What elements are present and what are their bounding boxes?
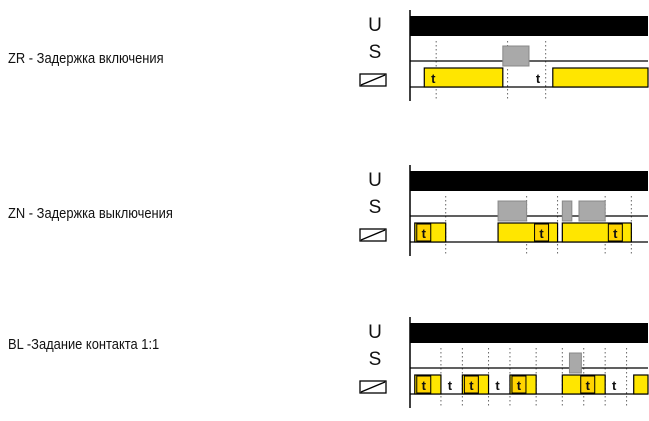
label-u: U <box>368 322 382 343</box>
delay-t-label: t <box>495 378 500 393</box>
label-u: U <box>368 170 382 191</box>
delay-t-label: t <box>422 378 427 393</box>
label-s: S <box>369 42 382 63</box>
relay-symbol-icon <box>359 380 387 394</box>
relay-on-segment <box>423 67 504 88</box>
delay-t-label: t <box>536 71 541 86</box>
t-box <box>416 375 432 394</box>
t-box <box>511 375 527 394</box>
control-pulse <box>578 200 606 222</box>
mode-label-bl: BL -Задание контакта 1:1 <box>8 336 160 353</box>
relay-symbol-icon <box>359 228 387 242</box>
diagram-bl: USt t t t t t t <box>359 317 649 408</box>
delay-t-label: t <box>613 226 618 241</box>
mode-label-zr: ZR - Задержка включения <box>8 50 164 67</box>
relay-symbol-diagonal <box>360 229 386 241</box>
diagram-zr: USt t <box>359 10 649 101</box>
delay-t-label: t <box>612 378 617 393</box>
delay-t-label: t <box>539 226 544 241</box>
control-pulse <box>568 352 582 374</box>
diagram-zn: USt t t <box>359 165 648 256</box>
delay-t-label: t <box>448 378 453 393</box>
t-box <box>607 223 623 242</box>
delay-t-label: t <box>469 378 474 393</box>
t-box <box>580 375 596 394</box>
delay-t-label: t <box>586 378 591 393</box>
relay-on-segment <box>552 67 649 88</box>
label-u: U <box>368 15 382 36</box>
label-s: S <box>369 197 382 218</box>
delay-t-label: t <box>431 71 436 86</box>
t-box <box>416 223 432 242</box>
control-pulse <box>561 200 573 222</box>
supply-bar <box>410 323 648 343</box>
relay-symbol-diagonal <box>360 74 386 86</box>
control-pulse <box>502 45 530 67</box>
control-pulse <box>497 200 528 222</box>
supply-bar <box>410 171 648 191</box>
t-box <box>463 375 479 394</box>
relay-symbol-icon <box>359 73 387 87</box>
t-box <box>534 223 550 242</box>
delay-t-label: t <box>517 378 522 393</box>
relay-on-segment <box>633 374 649 395</box>
label-s: S <box>369 349 382 370</box>
mode-label-zn: ZN - Задержка выключения <box>8 205 173 222</box>
supply-bar <box>410 16 648 36</box>
relay-symbol-diagonal <box>360 381 386 393</box>
delay-t-label: t <box>422 226 427 241</box>
